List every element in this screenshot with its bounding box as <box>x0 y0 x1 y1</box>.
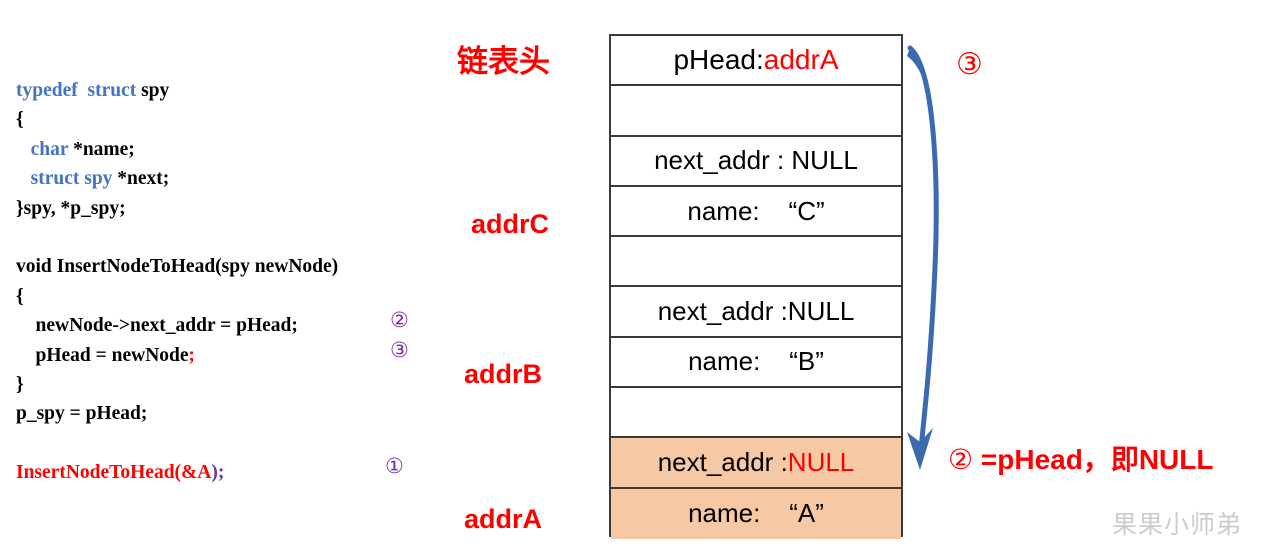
code-line-2: { <box>16 105 338 134</box>
code-token: *name; <box>73 138 135 160</box>
code-line-3: char *name; <box>16 135 338 164</box>
code-token: pHead = newNode <box>16 344 189 366</box>
code-line-11: } <box>16 370 338 399</box>
node-b-name: name: “B” <box>611 338 901 389</box>
code-token: *next; <box>117 168 170 190</box>
spacer-row-2 <box>611 237 901 288</box>
node-a-name: name: “A” <box>611 488 901 539</box>
code-token: }spy, *p_spy; <box>16 197 126 219</box>
cell-text: addrA <box>763 44 839 76</box>
cell-text: name: “C” <box>687 195 825 226</box>
cell-text: pHead: <box>673 44 764 76</box>
code-token: InsertNodeToHead(&A <box>16 462 212 484</box>
code-line-7: void InsertNodeToHead(spy newNode) <box>16 252 338 281</box>
label-addr-a: addrA <box>464 504 543 534</box>
code-token: char <box>30 138 74 160</box>
spacer-row-3 <box>611 388 901 439</box>
code-token: ); <box>211 462 225 484</box>
label-list-head: 链表头 <box>457 44 550 79</box>
code-token: p_spy = pHead; <box>16 403 148 425</box>
cell-text: name: “B” <box>688 346 824 377</box>
spacer-row-1 <box>611 86 901 137</box>
memory-layout-table: pHead:addrA next_addr : NULL name: “C” next… <box>609 34 903 539</box>
code-line-5: }spy, *p_spy; <box>16 194 338 223</box>
code-line-4: struct spy *next; <box>16 164 338 193</box>
node-a-next: next_addr :NULL <box>611 438 901 489</box>
node-c-next: next_addr : NULL <box>611 137 901 187</box>
code-line-10: pHead = newNode; <box>16 341 338 370</box>
code-token: typedef struct <box>16 80 142 101</box>
cell-text: next_addr : <box>657 447 788 478</box>
code-token <box>16 139 31 160</box>
cell-text: NULL <box>787 447 855 478</box>
cell-text: name: “A” <box>688 498 824 529</box>
note-step-2-text: =pHead，即NULL <box>973 444 1214 475</box>
code-token: void InsertNodeToHead(spy newNode) <box>16 256 339 278</box>
code-line-6 <box>16 223 338 252</box>
label-addr-b: addrB <box>464 359 543 389</box>
code-line-13 <box>16 429 338 458</box>
code-token: struct spy <box>30 168 118 190</box>
note-step-3: ③ <box>956 47 983 82</box>
code-line-1: typedef struct spy <box>16 76 338 105</box>
code-line-12: p_spy = pHead; <box>16 399 338 428</box>
code-token: } <box>16 373 24 395</box>
code-token: ; <box>188 344 196 366</box>
code-token: { <box>16 109 24 131</box>
watermark: 果果小师弟 <box>1112 510 1243 539</box>
cell-text: next_addr :NULL <box>657 296 855 327</box>
code-token: newNode->next_addr = pHead; <box>16 315 298 337</box>
node-b-next: next_addr :NULL <box>611 287 901 338</box>
phead-row: pHead:addrA <box>611 36 901 87</box>
note-step-2: ② =pHead，即NULL <box>948 446 1213 474</box>
code-listing: typedef struct spy { char *name; struct s… <box>16 76 338 487</box>
note-step-2-circle: ② <box>948 443 974 476</box>
label-addr-c: addrC <box>471 209 550 239</box>
code-line-9: newNode->next_addr = pHead; <box>16 311 338 340</box>
code-token <box>16 168 31 189</box>
code-step-marker-2: ② <box>390 308 409 332</box>
code-token: { <box>16 285 24 307</box>
code-step-marker-1: ① <box>385 454 404 478</box>
code-line-14: InsertNodeToHead(&A); <box>16 458 338 487</box>
code-token: spy <box>141 80 170 101</box>
pointer-arrow-icon <box>907 45 939 470</box>
cell-text: next_addr : NULL <box>654 145 858 176</box>
code-step-marker-3: ③ <box>390 338 409 362</box>
code-line-8: { <box>16 282 338 311</box>
node-c-name: name: “C” <box>611 187 901 238</box>
